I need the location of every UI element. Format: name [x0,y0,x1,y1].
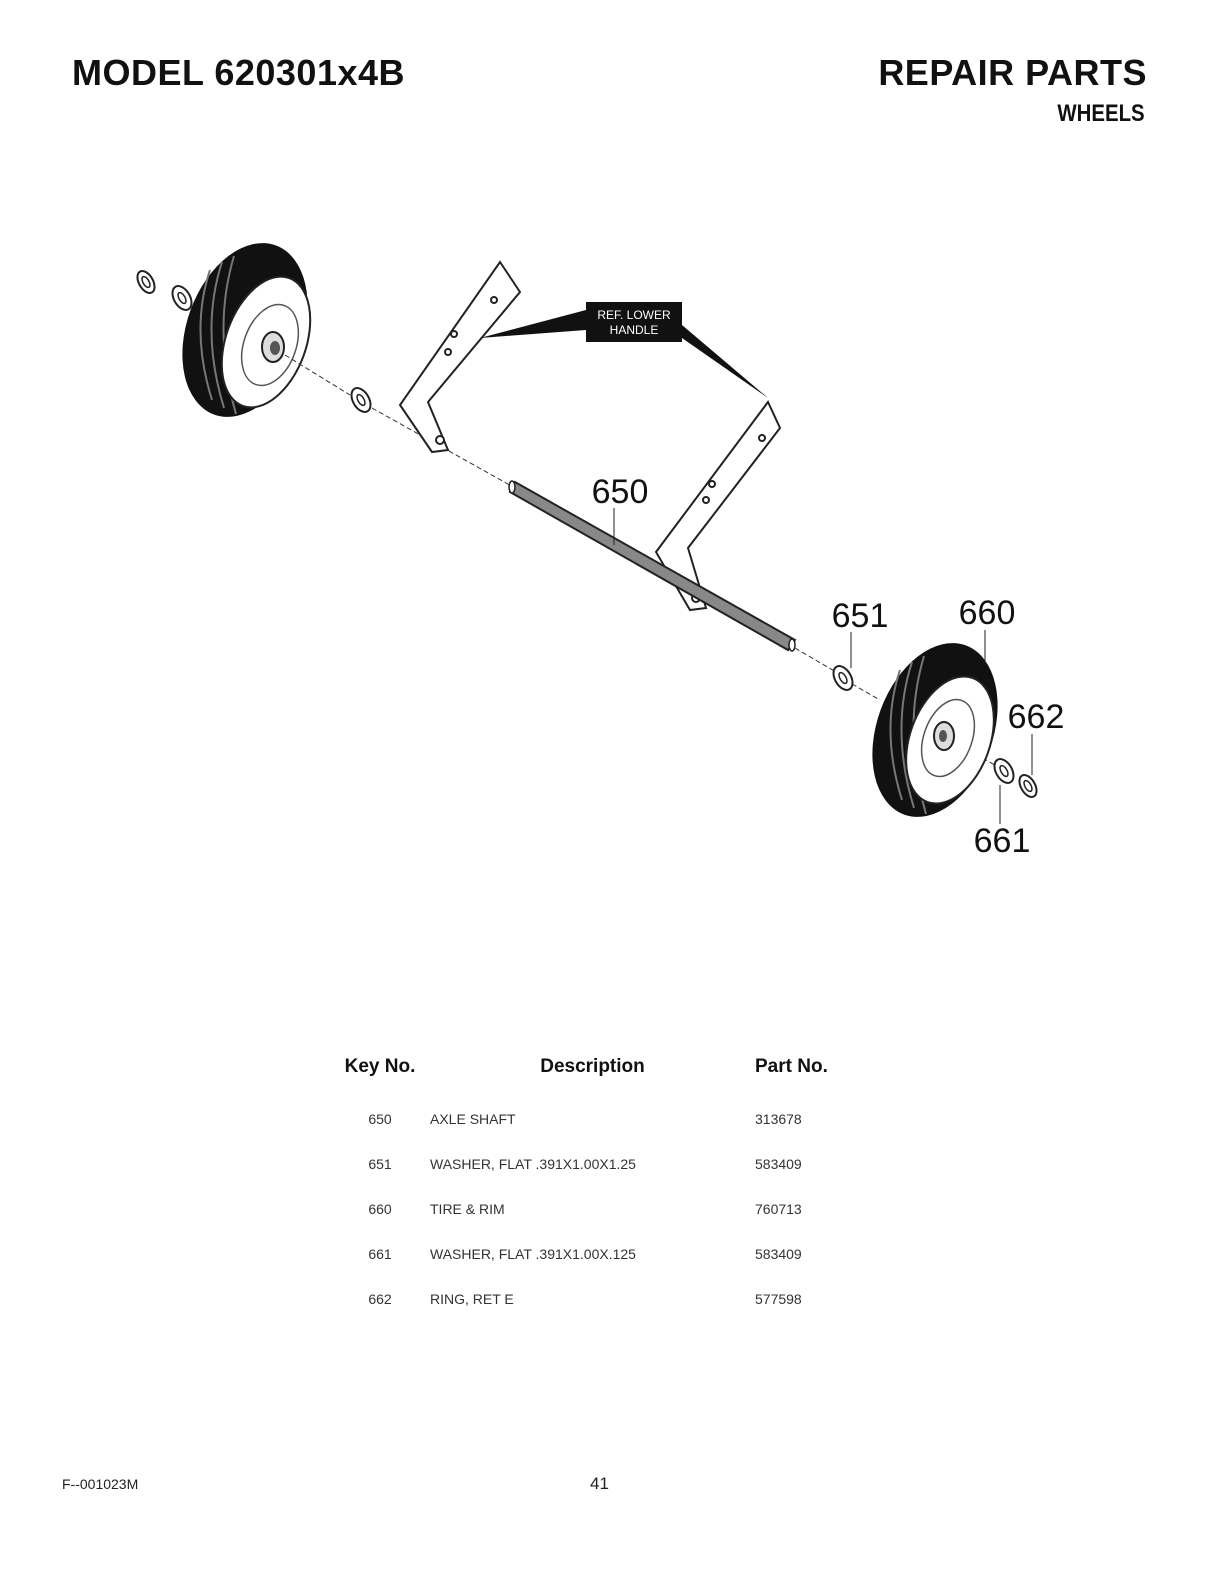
callout-662: 662 [1008,698,1065,736]
table-row: 651 WASHER, FLAT .391X1.00X1.25 583409 [330,1141,875,1186]
callout-651: 651 [832,597,889,635]
right-inner-washer [830,663,857,694]
row-key: 650 [330,1096,430,1141]
wheels-exploded-diagram: REF. LOWER HANDLE 650 651 660 662 661 [0,230,1211,880]
table-row: 650 AXLE SHAFT 313678 [330,1096,875,1141]
callout-660: 660 [959,594,1016,632]
table-header-row: Key No. Description Part No. [330,1052,875,1096]
ref-label-line1: REF. LOWER [597,308,671,322]
row-key: 662 [330,1276,430,1321]
row-key: 651 [330,1141,430,1186]
model-title: MODEL 620301x4B [72,52,405,94]
ref-label-line2: HANDLE [610,323,659,337]
table-row: 660 TIRE & RIM 760713 [330,1186,875,1231]
callout-661: 661 [974,822,1031,860]
repair-parts-title: REPAIR PARTS [878,52,1147,94]
row-description: WASHER, FLAT .391X1.00X1.25 [430,1141,755,1186]
section-title: WHEELS [1058,100,1145,128]
axle-shaft [509,481,795,651]
row-key: 660 [330,1186,430,1231]
row-part-no: 583409 [755,1231,875,1276]
row-description: TIRE & RIM [430,1186,755,1231]
right-wheel [850,626,1021,835]
left-e-ring [134,268,158,296]
right-outer-washer [991,756,1018,787]
row-key: 661 [330,1231,430,1276]
header-description: Description [430,1052,755,1096]
left-handle-bracket [400,262,520,452]
left-wheel [160,230,331,434]
callout-650: 650 [592,473,649,511]
page-number: 41 [590,1474,609,1494]
row-part-no: 760713 [755,1186,875,1231]
row-description: RING, RET E [430,1276,755,1321]
row-part-no: 583409 [755,1141,875,1186]
header-part-no: Part No. [755,1052,875,1096]
row-description: WASHER, FLAT .391X1.00X.125 [430,1231,755,1276]
left-inner-washer [348,385,375,416]
right-e-ring [1016,772,1040,800]
row-part-no: 577598 [755,1276,875,1321]
table-row: 661 WASHER, FLAT .391X1.00X.125 583409 [330,1231,875,1276]
header-key-no: Key No. [330,1052,430,1096]
parts-table: Key No. Description Part No. 650 AXLE SH… [330,1052,875,1321]
row-part-no: 313678 [755,1096,875,1141]
table-row: 662 RING, RET E 577598 [330,1276,875,1321]
footer-document-code: F--001023M [62,1476,138,1492]
row-description: AXLE SHAFT [430,1096,755,1141]
